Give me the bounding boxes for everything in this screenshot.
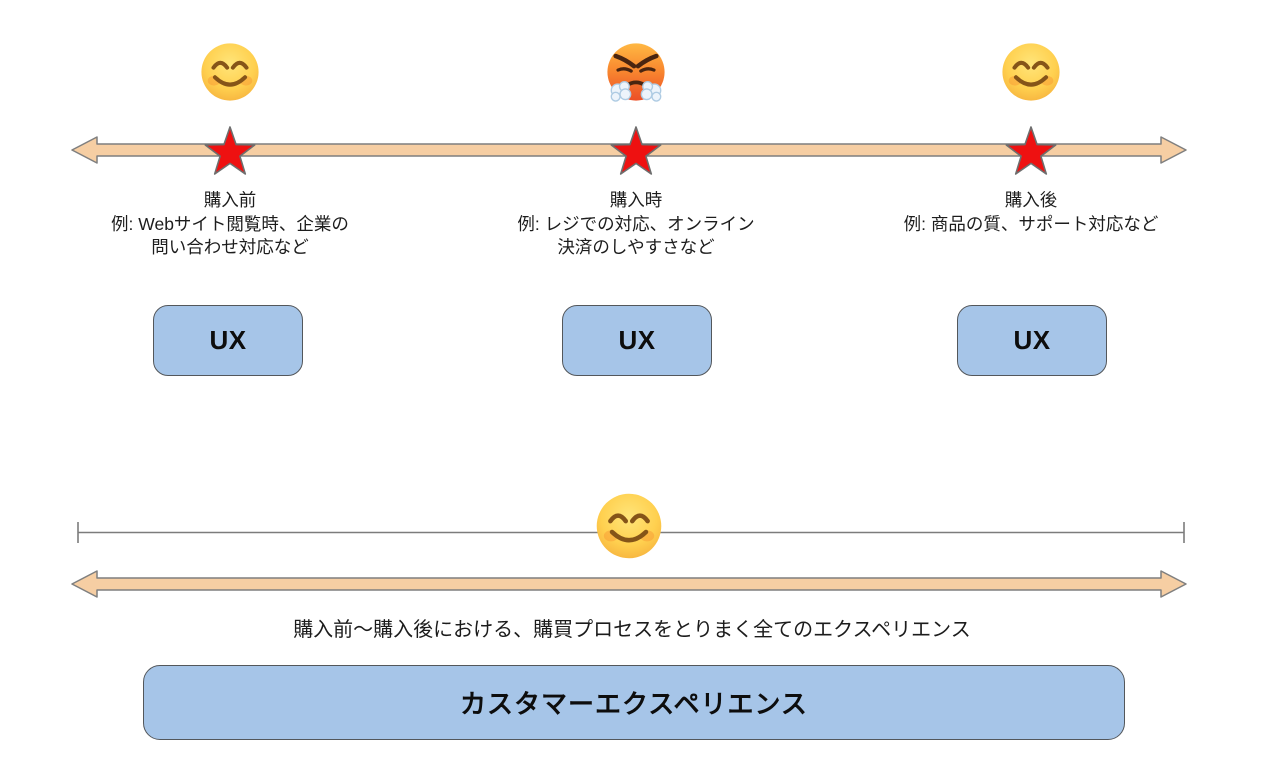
face-with-steam-emoji [605,41,667,103]
touchpoint-example-line: 例: Webサイト閲覧時、企業の [111,213,349,234]
touchpoint-label-during: 購入時 例: レジでの対応、オンライン 決済のしやすさなど [446,189,826,260]
touchpoint-label-after: 購入後 例: 商品の質、サポート対応など [841,189,1221,236]
smiling-face-emoji [1000,41,1062,103]
touchpoint-title: 購入前 [203,190,257,210]
touchpoint-example-line: 決済のしやすさなど [557,237,715,257]
ux-box-during: UX [562,305,712,376]
touchpoint-title: 購入後 [1004,190,1058,210]
touchpoint-example-line: 問い合わせ対応など [151,237,309,257]
bottom-caption: 購入前〜購入後における、購買プロセスをとりまく全てのエクスペリエンス [293,619,971,641]
touchpoint-example-line: 例: 商品の質、サポート対応など [903,213,1159,234]
touchpoint-label-before: 購入前 例: Webサイト閲覧時、企業の 問い合わせ対応など [40,189,420,260]
smiling-face-emoji [199,41,261,103]
red-star-marker [608,123,664,179]
touchpoint-example-line: 例: レジでの対応、オンライン [517,213,755,234]
bottom-timeline-arrow [71,570,1187,598]
smiling-face-emoji [594,491,664,561]
ux-box-after: UX [957,305,1107,376]
touchpoint-title: 購入時 [609,190,663,210]
customer-experience-box: カスタマーエクスペリエンス [143,665,1125,740]
red-star-marker [202,123,258,179]
red-star-marker [1003,123,1059,179]
ux-box-before: UX [153,305,303,376]
